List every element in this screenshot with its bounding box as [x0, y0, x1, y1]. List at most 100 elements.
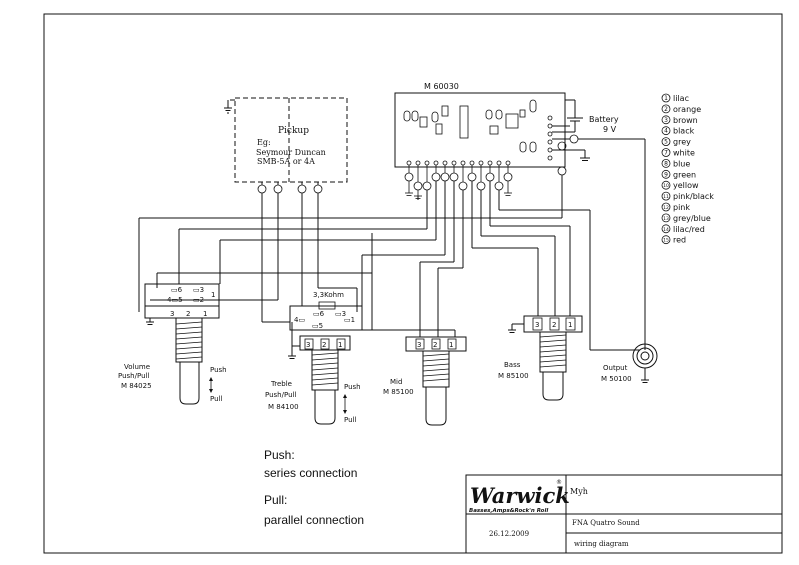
svg-text:2: 2 — [322, 341, 326, 349]
mid-pot: 3 2 1 Mid M 85100 — [383, 336, 467, 426]
battery-label: Battery — [589, 115, 619, 124]
brand-tagline: Basses,Amps&Rock'n Roll — [469, 508, 548, 514]
svg-text:3: 3 — [417, 341, 421, 349]
legend-number: 2 — [664, 106, 668, 113]
mid-label: Mid — [390, 378, 402, 386]
pickup-title: Pickup — [278, 126, 309, 136]
mid-part-number: M 85100 — [383, 388, 414, 396]
volume-type: Push/Pull — [118, 372, 149, 380]
legend-color-label: grey — [673, 138, 691, 147]
treble-pot: 3,3Kohm 4▭ ▭6 ▭3 ▭5 ▭1 3 2 1 Treble Push… — [265, 291, 363, 425]
legend-number: 15 — [663, 238, 669, 244]
output-label: Output — [603, 364, 628, 372]
svg-text:3: 3 — [535, 321, 539, 329]
svg-text:1: 1 — [338, 341, 342, 349]
legend-marker — [661, 235, 671, 245]
treble-pull-label: Pull — [344, 416, 356, 424]
pickup-model: Seymour Duncan — [256, 148, 326, 157]
volume-pull-label: Pull — [210, 395, 222, 403]
legend-color-label: lilac — [673, 94, 689, 103]
volume-label: Volume — [124, 363, 150, 371]
legend-marker — [661, 158, 671, 168]
module-bottom-terminals — [404, 165, 513, 199]
legend-number: 7 — [664, 150, 668, 157]
legend-marker — [661, 137, 671, 147]
pickup-example: Eg: — [257, 138, 271, 147]
volume-pot: ▭6 ▭3 1 4▭5 ▭2 3 2 1 Volume Push/Pull M … — [118, 283, 227, 405]
legend-marker — [661, 115, 671, 125]
pull-note-title: Pull: — [264, 493, 287, 507]
legend-color-label: yellow — [673, 181, 699, 190]
battery-voltage: 9 V — [603, 125, 617, 134]
output-jack: Output M 50100 — [601, 343, 658, 383]
legend-marker — [661, 202, 671, 212]
legend-marker — [661, 104, 671, 114]
volume-part-number: M 84025 — [121, 382, 152, 390]
legend-marker — [661, 213, 671, 223]
legend-number: 11 — [663, 194, 669, 200]
svg-text:▭3: ▭3 — [193, 286, 204, 294]
legend-color-label: grey/blue — [673, 214, 711, 223]
svg-text:▭6: ▭6 — [171, 286, 183, 294]
treble-type: Push/Pull — [265, 391, 296, 399]
author: Myh — [570, 487, 588, 496]
treble-label: Treble — [270, 380, 292, 388]
legend-color-label: brown — [673, 116, 698, 125]
resistor-label: 3,3Kohm — [313, 291, 344, 299]
legend-color-label: pink — [673, 203, 690, 212]
legend-color-label: white — [673, 149, 695, 158]
legend-marker — [661, 126, 671, 136]
svg-text:▭2: ▭2 — [193, 296, 204, 304]
legend-color-label: lilac/red — [673, 225, 705, 234]
title-block: Warwick ® Basses,Amps&Rock'n Roll Myh 26… — [465, 474, 783, 554]
svg-text:▭6: ▭6 — [313, 310, 325, 318]
sheet-border — [43, 13, 783, 554]
legend-marker — [661, 191, 671, 201]
svg-text:1: 1 — [568, 321, 572, 329]
legend-color-label: orange — [673, 105, 701, 114]
bass-label: Bass — [504, 361, 521, 369]
legend-number: 3 — [664, 117, 668, 124]
legend-marker — [661, 169, 671, 179]
legend-number: 10 — [663, 183, 669, 189]
module-label: M 60030 — [424, 82, 459, 91]
push-pull-notes: Push: series connection Pull: parallel c… — [264, 448, 364, 527]
svg-text:▭5: ▭5 — [312, 322, 323, 330]
legend-color-label: blue — [673, 159, 690, 168]
legend-color-label: red — [673, 236, 686, 245]
legend-number: 14 — [663, 227, 669, 233]
svg-text:1: 1 — [203, 310, 207, 318]
bass-part-number: M 85100 — [498, 372, 529, 380]
push-note-title: Push: — [264, 448, 295, 462]
legend-marker — [661, 93, 671, 103]
treble-part-number: M 84100 — [268, 403, 299, 411]
legend-number: 9 — [664, 171, 668, 178]
svg-text:▭1: ▭1 — [344, 316, 355, 324]
svg-text:1: 1 — [449, 341, 453, 349]
bass-pot: 3 2 1 Bass M 85100 — [498, 315, 583, 401]
legend-number: 1 — [664, 95, 668, 102]
output-part-number: M 50100 — [601, 375, 632, 383]
legend-marker — [661, 180, 671, 190]
pull-note-text: parallel connection — [264, 513, 364, 527]
module-right-wires — [552, 125, 646, 350]
brand-logo: Warwick — [470, 483, 570, 508]
legend-number: 13 — [663, 216, 669, 222]
svg-text:3: 3 — [306, 341, 310, 349]
battery: Battery 9 V — [552, 99, 619, 134]
svg-text:®: ® — [556, 479, 562, 486]
legend-number: 5 — [664, 139, 668, 146]
legend-marker — [661, 224, 671, 234]
legend-color-label: pink/black — [673, 192, 714, 201]
svg-text:4▭5: 4▭5 — [167, 296, 183, 304]
wiring-network — [138, 181, 640, 356]
legend-color-label: green — [673, 170, 696, 179]
legend-number: 8 — [664, 160, 668, 167]
legend-color-label: black — [673, 127, 695, 136]
svg-text:1: 1 — [211, 291, 215, 299]
legend-marker — [661, 148, 671, 157]
svg-text:▭3: ▭3 — [335, 310, 346, 318]
svg-text:2: 2 — [552, 321, 556, 329]
